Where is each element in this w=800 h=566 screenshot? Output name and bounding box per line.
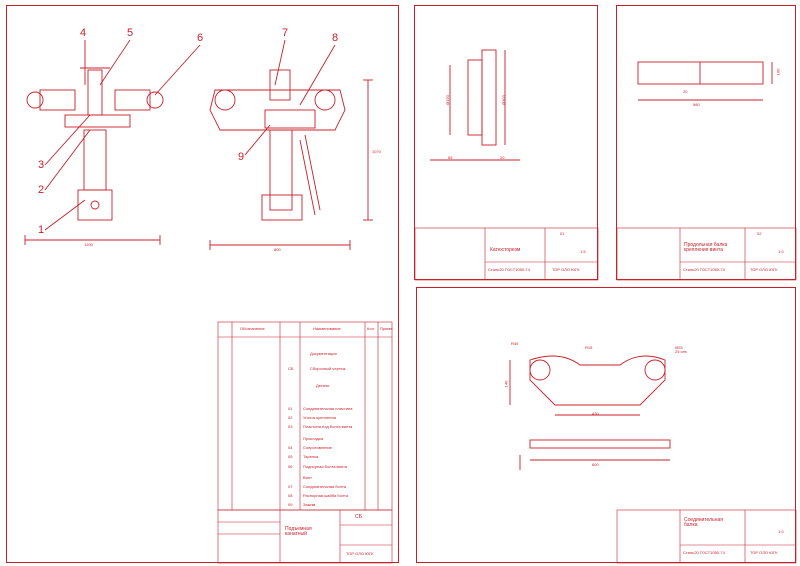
dim-width-right: 800 <box>274 247 281 252</box>
detail-c-material: Сталь20 ГОСТ1050-74 <box>683 267 725 272</box>
spec-row-num: СБ <box>288 366 294 371</box>
spec-row-num: 07 <box>288 484 293 489</box>
balloon-6: 6 <box>197 32 204 44</box>
spec-row-num: 08 <box>288 493 293 498</box>
detail-d-dim-d1: Ø25 25 отв <box>675 345 687 354</box>
assembly-doc-number: ТОР ОЛО ЮГК <box>346 551 374 556</box>
detail-d-dim-r1: R45 <box>511 341 519 346</box>
spec-row-name: Распорная шайба болта <box>303 493 349 498</box>
spec-header-note: Приме. <box>380 326 394 331</box>
detail-c-scale: 1:5 <box>778 249 784 254</box>
assembly-sheet <box>6 5 399 563</box>
detail-b-top-label: 01 <box>560 231 565 236</box>
detail-b-scale: 1:5 <box>580 249 586 254</box>
spec-row-name: Документация <box>310 351 337 356</box>
left-wheel-left <box>39 89 76 111</box>
detail-d-scale: 1:5 <box>778 529 784 534</box>
spec-row-num: 03 <box>288 424 293 429</box>
balloon-4: 4 <box>80 27 87 39</box>
spec-row-name: Детали <box>316 383 330 388</box>
spec-row-name: Сборочный чертеж <box>310 366 346 371</box>
detail-c-dim-length: 980 <box>693 102 700 107</box>
detail-b-doc-number: ТОР ОЛО ЮГК <box>552 267 580 272</box>
spec-row-num: 05 <box>288 454 293 459</box>
detail-c-doc-number: ТОР ОЛО ЮГК <box>750 267 778 272</box>
detail-d-material: Сталь20 ГОСТ1050-74 <box>683 550 725 555</box>
spec-row-name: Подпорная болта винта <box>303 464 348 469</box>
spec-header-name: Наименование <box>313 326 341 331</box>
assembly-title: Подъемная канатный <box>285 526 312 537</box>
balloon-1: 1 <box>38 224 45 236</box>
detail-b-dim-4: 20 <box>500 155 505 160</box>
spec-row-name: Зажим <box>303 502 316 507</box>
detail-d-doc-number: ТОР ОЛО ЮГК <box>750 550 778 555</box>
left-screw <box>87 69 103 116</box>
assembly-sheet-label: СБ <box>355 514 362 520</box>
spec-row-name: Соединительная болта <box>303 484 347 489</box>
detail-c-dim-offset: 20 <box>683 89 688 94</box>
spec-header-qty: Кол. <box>367 326 375 331</box>
spec-row-num: 01 <box>288 406 293 411</box>
spec-row-name: Сопротивление <box>303 445 332 450</box>
detail-d-dim-h: 140 <box>503 380 509 388</box>
spec-row-name: Прокладка <box>303 436 324 441</box>
detail-sheet-c <box>616 5 796 280</box>
left-roller-a <box>26 91 44 109</box>
balloon-3: 3 <box>38 159 45 171</box>
spec-row-num: 09 <box>288 502 293 507</box>
spec-header-designation: Обозначение <box>240 326 265 331</box>
dim-height-right: 1070 <box>372 149 381 154</box>
detail-b-dim-3: 65 <box>448 155 453 160</box>
left-wheel-right <box>114 89 151 111</box>
balloon-7: 7 <box>282 27 289 39</box>
left-roller-b <box>146 91 164 109</box>
spec-row-num: 04 <box>288 445 293 450</box>
dim-width-left: 1200 <box>84 242 93 247</box>
detail-d-title: Соединительная балка <box>684 517 723 528</box>
detail-b-material: Сталь20 ГОСТ1050-74 <box>488 267 530 272</box>
detail-d-dim-w: 430 <box>592 411 599 416</box>
detail-sheet-b <box>414 5 598 280</box>
balloon-2: 2 <box>38 184 45 196</box>
balloon-5: 5 <box>127 27 134 39</box>
detail-c-top-label: 02 <box>757 231 762 236</box>
spec-row-name: Уголок крепления <box>303 415 336 420</box>
detail-c-title: Продольная балка крепления винта <box>684 242 728 253</box>
balloon-9: 9 <box>238 151 245 163</box>
spec-row-num: 06 <box>288 464 293 469</box>
spec-row-name: Пластина под болта винта <box>303 424 353 429</box>
detail-b-title: Катюсторезм <box>490 247 521 253</box>
detail-d-dim-len: 600 <box>592 462 599 467</box>
detail-d-dim-r2: R15 <box>585 345 593 350</box>
spec-row-name: Соединительная пластина <box>303 406 353 411</box>
spec-row-num: 02 <box>288 415 293 420</box>
spec-row-name: Винт <box>303 475 312 480</box>
detail-sheet-d <box>416 287 796 563</box>
balloon-8: 8 <box>332 32 339 44</box>
spec-row-name: Тарелка <box>303 454 319 459</box>
